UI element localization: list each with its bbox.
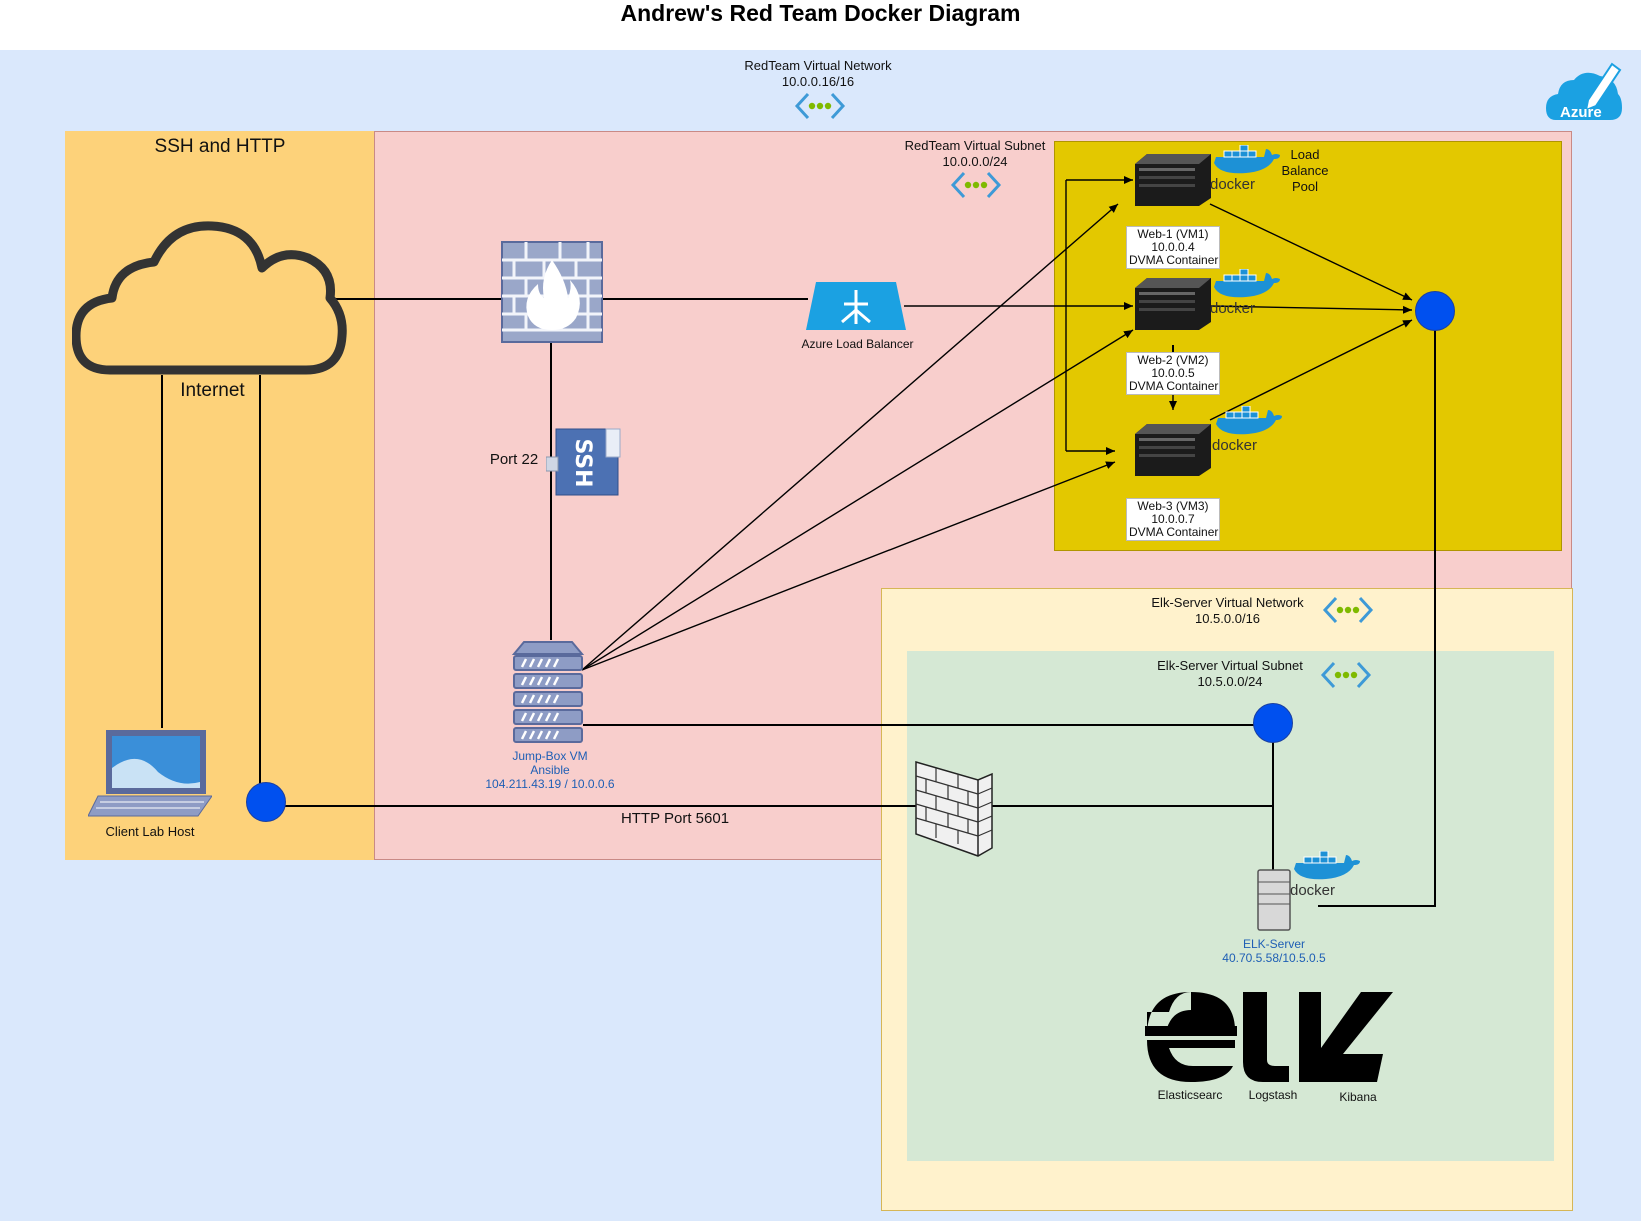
svg-text:SSH: SSH <box>570 438 595 487</box>
docker-icon: docker <box>1210 144 1282 193</box>
load-balancer-icon <box>806 282 906 330</box>
lb-pool-line3: Pool <box>1291 179 1319 194</box>
pool-node <box>1415 291 1455 331</box>
elk-server-name: ELK-Server <box>1242 937 1306 951</box>
lb-pool-line2: Balance <box>1281 163 1329 178</box>
redteam-vnet-name: RedTeam Virtual Network <box>744 58 892 73</box>
web3-pool-node-arrow <box>1209 319 1413 421</box>
jumpbox-server-icon <box>511 641 585 743</box>
elk-subnet-name: Elk-Server Virtual Subnet <box>1157 658 1303 673</box>
web2-pool-node-arrow <box>1209 305 1413 314</box>
logstash-label: Logstash <box>1248 1088 1298 1102</box>
docker-text: docker <box>1290 882 1336 899</box>
subnet-icon <box>950 171 1002 199</box>
load-balancer-label: Azure Load Balancer <box>801 337 914 351</box>
azure-badge-text: Azure <box>1560 104 1602 121</box>
redteam-subnet-cidr: 10.0.0.0/24 <box>942 154 1008 169</box>
ssh-http-label: SSH and HTTP <box>154 136 286 157</box>
elastic-label: Elasticsearc <box>1157 1088 1223 1102</box>
ssh-icon: SSH <box>546 428 621 496</box>
load-balance-pool-zone <box>1054 141 1562 551</box>
elk-logo <box>1145 992 1393 1082</box>
jumpbox-web3-arrow <box>581 461 1116 671</box>
elk-subnet-zone <box>907 651 1554 1161</box>
jumpbox-web2-arrow <box>581 329 1134 671</box>
elk-subnet-icon <box>1320 661 1372 689</box>
client-node <box>246 782 286 822</box>
internet-cloud-icon <box>72 221 347 375</box>
elk-vnet-cidr: 10.5.0.0/16 <box>1194 611 1261 626</box>
pool-node-elk-link <box>1318 330 1436 907</box>
elk-vnet-name: Elk-Server Virtual Network <box>1151 595 1304 610</box>
internet-label: Internet <box>180 380 245 401</box>
web1-pool-node-arrow <box>1209 203 1413 301</box>
elk-firewall-icon <box>915 761 993 857</box>
client-label: Client Lab Host <box>105 824 195 839</box>
elk-node <box>1253 703 1293 743</box>
jumpbox-ip: 104.211.43.19 / 10.0.0.6 <box>485 777 615 791</box>
docker-text: docker <box>1210 176 1256 193</box>
vnet-icon <box>794 92 846 120</box>
lb-pool-line1: Load <box>1290 147 1320 162</box>
port22-label: Port 22 <box>489 451 539 468</box>
redteam-subnet-name: RedTeam Virtual Subnet <box>904 138 1046 153</box>
web3-server-icon <box>1135 424 1211 476</box>
web2-server-icon <box>1135 278 1211 330</box>
diagram-title: Andrew's Red Team Docker Diagram <box>620 0 1021 26</box>
jumpbox-role: Ansible <box>530 763 570 777</box>
firewall-icon <box>501 241 603 343</box>
docker-text: docker <box>1210 300 1256 317</box>
elk-subnet-cidr: 10.5.0.0/24 <box>1197 674 1263 689</box>
redteam-vnet-cidr: 10.0.0.16/16 <box>781 74 855 89</box>
jumpbox-name: Jump-Box VM <box>512 749 588 763</box>
laptop-icon <box>88 730 212 817</box>
kibana-label: Kibana <box>1339 1090 1377 1104</box>
docker-text: docker <box>1212 437 1258 454</box>
elk-vnet-icon <box>1322 596 1374 624</box>
jumpbox-web1-arrow <box>581 203 1119 671</box>
web1-server-icon <box>1135 154 1211 206</box>
elk-server-icon <box>1257 869 1291 931</box>
docker-icon: docker <box>1210 268 1282 317</box>
azure-cloud-icon: Azure <box>1546 62 1622 121</box>
elk-server-ip: 40.70.5.58/10.5.0.5 <box>1222 951 1326 965</box>
docker-icon: docker <box>1290 850 1362 899</box>
http-port-label: HTTP Port 5601 <box>620 810 730 827</box>
docker-icon: docker <box>1212 405 1284 454</box>
